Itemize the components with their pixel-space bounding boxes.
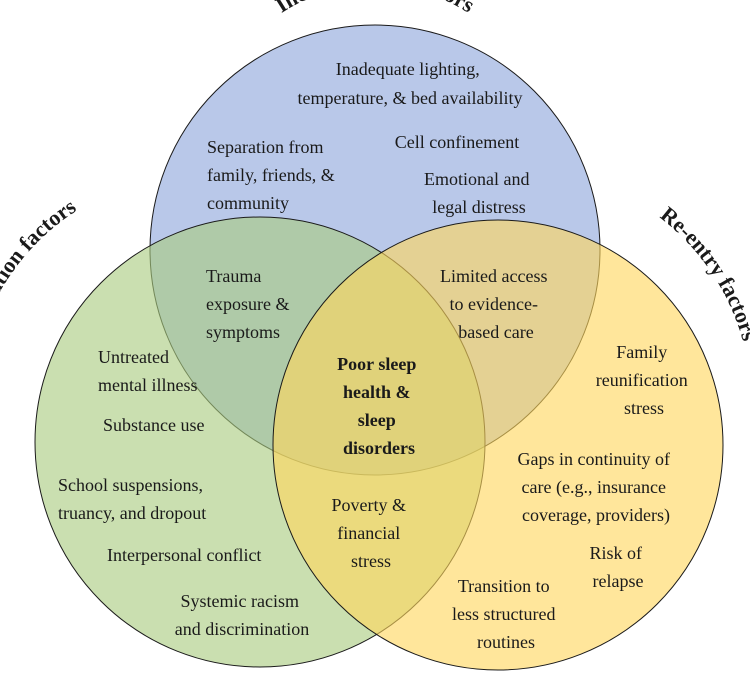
incarceration-item-cell: Cell confinement xyxy=(395,132,519,152)
center-overlap-title: Poor sleep health & sleep disorders xyxy=(337,354,421,458)
overlap-incarceration-pre: Trauma exposure & symptoms xyxy=(206,266,294,342)
reentry-item-family: Family reunification stress xyxy=(596,342,692,418)
incarceration-title: Incarceration factors xyxy=(271,0,480,18)
pre-item-conflict: Interpersonal conflict xyxy=(107,545,261,565)
reentry-circle xyxy=(272,219,724,671)
reentry-item-relapse: Risk of relapse xyxy=(589,543,646,591)
reentry-item-gaps: Gaps in continuity of care (e.g., insura… xyxy=(518,449,675,526)
reentry-item-transition: Transition to less structured routines xyxy=(452,576,560,652)
pre-item-school: School suspensions, truancy, and dropout xyxy=(58,475,208,523)
pre-item-substance-use: Substance use xyxy=(103,415,204,435)
incarceration-item-lighting: Inadequate lighting, temperature, & bed … xyxy=(298,59,523,108)
overlap-incarceration-reentry: Limited access to evidence- based care xyxy=(440,266,552,342)
pre-item-racism: Systemic racism and discrimination xyxy=(175,591,309,639)
overlap-pre-reentry: Poverty & financial stress xyxy=(332,495,411,571)
incarceration-item-separation: Separation from family, friends, & commu… xyxy=(207,137,339,213)
incarceration-item-distress: Emotional and legal distress xyxy=(424,169,534,217)
pre-item-mental-illness: Untreated mental illness xyxy=(98,347,197,395)
